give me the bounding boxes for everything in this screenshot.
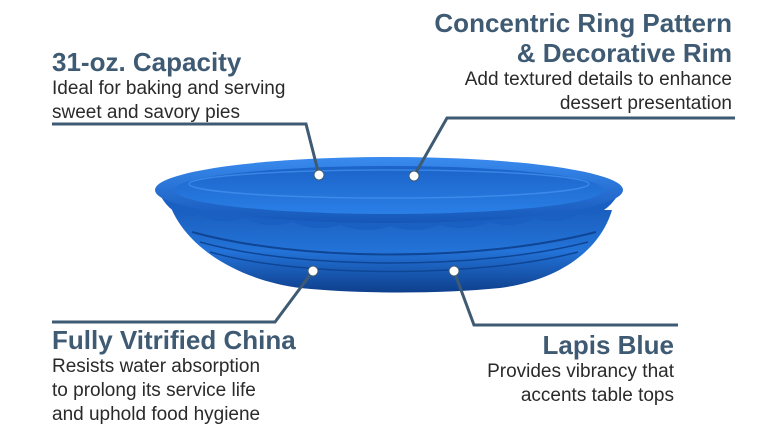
callout-ring-pattern: Concentric Ring Pattern & Decorative Rim… xyxy=(434,8,732,116)
leader-line-vitrified xyxy=(52,270,315,324)
vitrified-title: Fully Vitrified China xyxy=(52,325,296,355)
marker-dot xyxy=(307,265,319,277)
lapis-title: Lapis Blue xyxy=(542,330,674,360)
capacity-desc-line1: Ideal for baking and serving xyxy=(52,78,286,99)
vitrified-desc-line1: Resists water absorption xyxy=(52,356,261,377)
ring-line xyxy=(209,251,579,273)
marker-dot xyxy=(448,265,460,277)
leader-line-capacity xyxy=(52,122,321,176)
callout-capacity: 31-oz. Capacity Ideal for baking and ser… xyxy=(52,47,285,125)
well-highlight xyxy=(188,169,590,199)
ring-title-line2: & Decorative Rim xyxy=(516,38,732,68)
vitrified-desc-line2: to prolong its service life xyxy=(52,380,256,401)
ring-line xyxy=(191,231,597,256)
lapis-desc-line1: Provides vibrancy that xyxy=(487,361,674,382)
capacity-desc-line2: sweet and savory pies xyxy=(52,102,240,123)
leader-line-ring xyxy=(412,116,735,177)
dish-body xyxy=(172,210,612,293)
ring-desc-line2: dessert presentation xyxy=(559,93,732,114)
dish-well xyxy=(174,166,604,214)
callout-vitrified: Fully Vitrified China Resists water abso… xyxy=(52,325,296,427)
lapis-desc-line2: accents table tops xyxy=(520,385,674,406)
marker-dot xyxy=(313,169,325,181)
ring-title-line1: Concentric Ring Pattern xyxy=(434,8,732,38)
marker-dot xyxy=(408,170,420,182)
vitrified-desc-line3: and uphold food hygiene xyxy=(52,404,261,425)
leader-line-lapis xyxy=(452,270,678,327)
callout-lapis-blue: Lapis Blue Provides vibrancy that accent… xyxy=(487,330,674,408)
capacity-title: 31-oz. Capacity xyxy=(52,47,242,77)
ring-line xyxy=(199,241,589,264)
ring-desc-line1: Add textured details to enhance xyxy=(464,69,732,90)
